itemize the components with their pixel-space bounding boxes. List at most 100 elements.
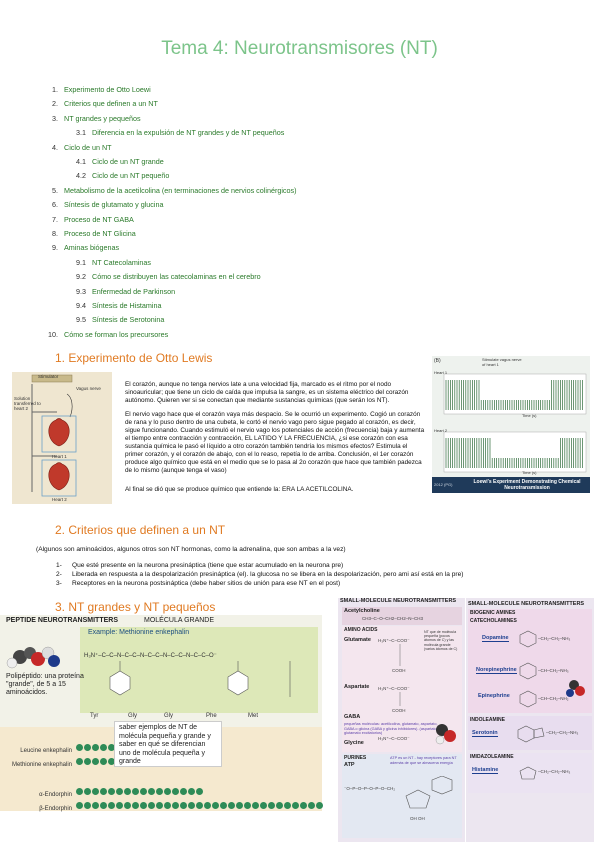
peptide-row: α-Endorphin xyxy=(6,783,204,801)
contraction-trace xyxy=(445,438,583,468)
amino-acid-bead xyxy=(140,788,147,796)
page-title: Tema 4: Neurotransmisores (NT) xyxy=(161,38,438,59)
amino-acid-bead xyxy=(116,788,123,796)
amino-acid-bead xyxy=(132,802,139,810)
toc-item[interactable]: 1.Experimento de Otto Loewi xyxy=(40,85,151,94)
amino-acid-bead xyxy=(164,802,171,810)
toc-item[interactable]: 2.Criterios que definen a un NT xyxy=(40,99,158,108)
histamine-structure: –CH₂–CH₂–NH₃ xyxy=(519,766,571,780)
amino-acid-bead xyxy=(132,788,139,796)
toc-item-label: Proceso de NT GABA xyxy=(64,214,134,224)
heart1-label: Heart 1 xyxy=(52,454,67,459)
peptide-row: Methionine enkephalin xyxy=(6,753,116,771)
section-1-para2: El nervio vago hace que el corazón vaya … xyxy=(125,411,425,474)
loewi-trace-figure: (B) Stimulate vagus nerve of heart 1 Hea… xyxy=(432,356,590,493)
section-2-heading: 2. Criterios que definen a un NT xyxy=(55,523,226,537)
toc-item[interactable]: 6.Síntesis de glutamato y glucina xyxy=(40,200,164,209)
enkephalin-svg: H₃N⁺–C–C–N–C–C–N–C–C–N–C–C–N–C–C–O⁻ xyxy=(84,652,291,697)
amino-acid-bead xyxy=(300,802,307,810)
amino-acid-bead xyxy=(100,802,107,810)
criteria-number: 2- xyxy=(56,571,62,578)
epinephrine-label: Epinephrine xyxy=(478,693,510,699)
criteria-text: Receptores en la neurona postsináptica (… xyxy=(72,580,341,587)
dopamine-label: Dopamine xyxy=(482,635,509,642)
criteria-item: 3-Receptores en la neurona postsináptica… xyxy=(56,580,596,587)
amino-acid-structures: H₃N⁺–C–COO⁻ COOH H₃N⁺–C–COO⁻ COOH H₃N⁺–C… xyxy=(378,638,410,741)
amino-acid-bead xyxy=(236,802,243,810)
toc-item-label: Metabolismo de la acetilcolina (en termi… xyxy=(64,185,297,195)
amino-acid-bead xyxy=(316,802,323,810)
vagus-label: Vagus nerve xyxy=(76,386,101,391)
toc-item-number: 3.1 xyxy=(76,128,86,138)
amino-acid-bead xyxy=(92,788,99,796)
toc-item[interactable]: 8.Proceso de NT Glicina xyxy=(40,229,136,238)
amino-acid-bead xyxy=(116,802,123,810)
svg-text:–CH₂–CH₂–NH₃: –CH₂–CH₂–NH₃ xyxy=(538,636,571,641)
amino-acid-bead xyxy=(244,802,251,810)
toc-item-label: Ciclo de un NT grande xyxy=(92,157,164,166)
gaba-label: GABA xyxy=(344,714,361,720)
amino-acid-bead xyxy=(108,744,115,752)
residue-label: Gly xyxy=(128,713,137,719)
section-2-intro: (Algunos son aminoácidos, algunos otros … xyxy=(36,546,346,553)
toc-item-label: Experimento de Otto Loewi xyxy=(64,85,151,94)
toc-item-number: 8. xyxy=(52,229,58,238)
toc-item-label: NT grandes y pequeños xyxy=(64,113,141,123)
amino-acid-bead xyxy=(100,788,107,796)
indoleamine-box: INDOLEAMINE Serotonin –CH₂–CH₂–NH₃ xyxy=(468,716,592,750)
toc-item-label: Ciclo de un NT xyxy=(64,142,112,152)
toc-item-number: 9.2 xyxy=(76,272,86,282)
acetylcholine-label: Acetylcholine xyxy=(344,608,380,614)
amino-acid-bead xyxy=(84,758,91,766)
svg-text:–CH–CH₂–NH₃: –CH–CH₂–NH₃ xyxy=(538,668,569,673)
toc-item-number: 7. xyxy=(52,214,58,224)
svg-text:–CH₂–CH₂–NH₃: –CH₂–CH₂–NH₃ xyxy=(546,730,579,735)
toc-item-number: 10. xyxy=(48,329,58,339)
criteria-text: Que esté presente en la neurona presináp… xyxy=(72,562,344,569)
histamine-label: Histamine xyxy=(472,767,499,774)
svg-text:⁻O–P–O–P–O–P–O–CH₂: ⁻O–P–O–P–O–P–O–CH₂ xyxy=(344,786,395,791)
trace1-label: Heart 1 xyxy=(434,370,448,375)
toc-item[interactable]: 5.Metabolismo de la acetilcolina (en ter… xyxy=(40,186,297,195)
biogenic-label: BIOGENIC AMINES xyxy=(470,610,516,616)
stimulator-label: Stimulator xyxy=(38,374,59,379)
amino-acid-bead xyxy=(148,788,155,796)
svg-text:COOH: COOH xyxy=(392,708,406,713)
peptide-title: PEPTIDE NEUROTRANSMITTERS xyxy=(6,617,119,624)
aa-note: pequeñas moléculas: acetilcolina, glutam… xyxy=(344,722,440,735)
svg-text:COOH: COOH xyxy=(392,668,406,673)
toc-item-number: 4. xyxy=(52,142,58,152)
aspartate-label: Aspartate xyxy=(344,684,370,690)
xlabel-2: Time (s) xyxy=(522,470,537,475)
amino-acid-bead xyxy=(148,802,155,810)
amino-acid-bead xyxy=(156,802,163,810)
amino-acid-bead xyxy=(228,802,235,810)
serotonin-structure: –CH₂–CH₂–NH₃ xyxy=(517,725,579,743)
amino-acid-bead xyxy=(76,758,83,766)
toc-item[interactable]: 10.Cómo se forman los precursores xyxy=(40,330,168,339)
toc-item[interactable]: 9.Aminas biógenas xyxy=(40,243,119,252)
toc-item-number: 9. xyxy=(52,243,58,253)
toc-item[interactable]: 4. Ciclo de un NT xyxy=(40,143,112,152)
small-title-1: SMALL-MOLECULE NEUROTRANSMITTERS xyxy=(340,598,457,604)
svg-text:OH OH: OH OH xyxy=(410,816,425,821)
toc-item-number: 4.2 xyxy=(76,171,86,181)
peptide-name: β-Endorphin xyxy=(39,806,72,812)
toc-item[interactable]: 3.NT grandes y pequeños xyxy=(40,114,141,123)
toc-item[interactable]: 7. Proceso de NT GABA xyxy=(40,215,134,224)
svg-text:H₃N⁺–C–COO⁻: H₃N⁺–C–COO⁻ xyxy=(378,736,410,741)
caption-bar: 2012 (PG) Loewi's Experiment Demonstrati… xyxy=(432,477,590,493)
svg-text:H₃N⁺–C–C–N–C–C–N–C–C–N–C–C–N–C: H₃N⁺–C–C–N–C–C–N–C–C–N–C–C–N–C–C–O⁻ xyxy=(84,652,217,659)
amino-acid-bead xyxy=(220,802,227,810)
svg-text:–CH₂–CH₂–NH₃: –CH₂–CH₂–NH₃ xyxy=(538,769,571,774)
small-molecule-panel-1: SMALL-MOLECULE NEUROTRANSMITTERS Acetylc… xyxy=(338,598,465,842)
peptide-name: Leucine enkephalin xyxy=(20,748,72,754)
